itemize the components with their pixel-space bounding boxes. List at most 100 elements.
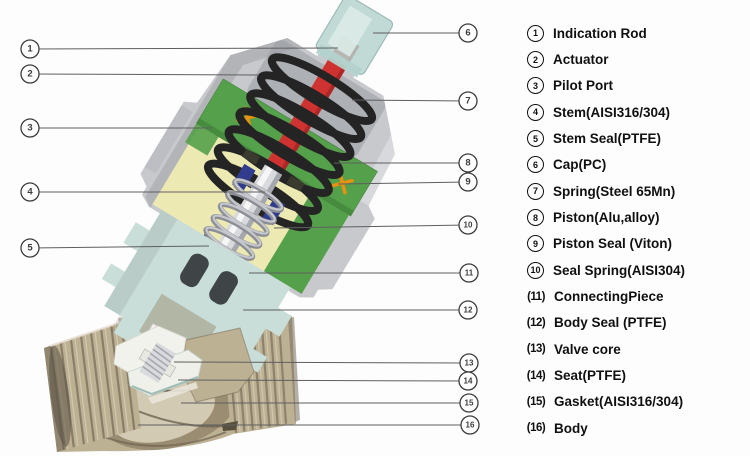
legend-number-8: 8 — [527, 209, 544, 227]
legend-label-7: Spring(Steel 65Mn) — [553, 183, 676, 199]
pilot-port-boss — [144, 105, 193, 174]
legend-item-5: 5 Stem Seal(PTFE) — [527, 125, 749, 151]
callout-number-cap: 6 — [465, 28, 470, 39]
legend-item-10: 10 Seal Spring(AISI304) — [527, 257, 749, 283]
legend-number-5: 5 — [527, 130, 544, 148]
bonnet-shade — [104, 209, 178, 333]
leader-line-indication-rod — [29, 47, 339, 50]
legend-item-12: (12) Body Seal (PTFE) — [527, 310, 749, 336]
legend-item-15: (15) Gasket(AISI316/304) — [527, 389, 749, 415]
legend-number-6: 6 — [527, 156, 544, 174]
legend-label-4: Stem(AISI316/304) — [553, 104, 671, 120]
legend-number-15: (15) — [526, 395, 546, 408]
callout-number-body: 16 — [466, 421, 475, 430]
bonnet-slot-right — [209, 271, 238, 305]
leader-line-valve-core — [173, 361, 470, 364]
legend-label-5: Stem Seal(PTFE) — [553, 131, 662, 147]
legend-number-4: 4 — [527, 103, 544, 121]
leader-line-actuator — [29, 73, 260, 76]
legend-item-14: (14) Seat(PTFE) — [527, 362, 749, 388]
core-thread-lines — [142, 344, 174, 381]
legend-item-1: 1 Indication Rod — [527, 20, 749, 46]
actuator-assembly — [101, 0, 399, 388]
callout-number-spring: 7 — [465, 96, 470, 107]
legend-number-9: 9 — [527, 235, 544, 253]
left-threaded-port — [44, 320, 141, 452]
callout-circle-stem-seal — [20, 238, 40, 258]
bonnet-slot-left — [180, 253, 209, 288]
cap-inner-face — [327, 5, 373, 57]
body-top-highlight — [49, 319, 129, 347]
callout-number-piston-seal: 9 — [465, 177, 470, 188]
legend-item-2: 2 Actuator — [527, 46, 749, 72]
right-port-notch — [222, 421, 238, 431]
callout-circle-body — [460, 415, 480, 435]
callout-circle-piston — [458, 153, 478, 173]
callout-number-seat: 14 — [464, 377, 473, 386]
legend-number-1: 1 — [527, 24, 544, 42]
legend-label-10: Seal Spring(AISI304) — [553, 262, 686, 278]
legend-item-3: 3 Pilot Port — [527, 73, 749, 99]
legend-label-1: Indication Rod — [553, 25, 647, 41]
seal-spring — [203, 177, 284, 261]
legend-label-3: Pilot Port — [553, 78, 613, 94]
leader-line-stem-seal — [29, 245, 210, 249]
legend-number-12: (12) — [526, 316, 546, 329]
legend-label-11: ConnectingPiece — [554, 289, 664, 305]
seat-teal-edge — [131, 376, 199, 396]
callout-circle-cap — [458, 23, 478, 43]
legend-number-3: 3 — [527, 77, 544, 95]
legend-number-10: 10 — [527, 261, 544, 279]
legend-number-13: (13) — [526, 343, 546, 356]
legend-label-2: Actuator — [553, 52, 609, 68]
legend-number-2: 2 — [527, 51, 544, 69]
gasket-ring — [148, 382, 198, 404]
callout-circle-seat — [458, 371, 478, 391]
valve-core — [138, 342, 177, 383]
indicator-cap — [315, 0, 394, 78]
callout-number-pilot-port: 3 — [27, 123, 32, 134]
legend-number-14: (14) — [526, 369, 546, 382]
leader-line-seat — [177, 379, 469, 382]
leader-line-seal-spring — [273, 224, 469, 229]
legend-number-16: (16) — [526, 422, 546, 435]
callout-circle-seal-spring — [458, 215, 478, 235]
legend-item-7: 7 Spring(Steel 65Mn) — [527, 178, 749, 204]
callout-number-seal-spring: 10 — [464, 221, 473, 230]
legend-label-14: Seat(PTFE) — [554, 368, 627, 384]
callout-number-indication-rod: 1 — [27, 44, 33, 55]
callout-circle-pilot-port — [20, 118, 40, 138]
callout-circle-gasket — [459, 393, 479, 413]
legend-number-11: (11) — [527, 290, 545, 303]
callout-number-stem-seal: 5 — [27, 243, 33, 254]
legend-label-8: Piston(Alu,alloy) — [553, 210, 660, 226]
callout-number-piston: 8 — [465, 158, 470, 169]
callout-circle-actuator — [20, 64, 40, 84]
callout-circle-indication-rod — [20, 39, 40, 59]
legend-label-15: Gasket(AISI316/304) — [554, 394, 684, 410]
legend-item-13: (13) Valve core — [527, 336, 749, 362]
callout-number-body-seal: 12 — [464, 306, 473, 315]
callout-circle-stem — [20, 182, 40, 202]
callout-number-connecting-piece: 11 — [465, 269, 474, 278]
callout-number-actuator: 2 — [27, 69, 32, 80]
legend-label-12: Body Seal (PTFE) — [554, 315, 667, 331]
legend-label-13: Valve core — [554, 341, 621, 357]
callout-circle-piston-seal — [458, 172, 478, 192]
legend-label-16: Body — [554, 420, 588, 436]
cap-flange — [315, 44, 363, 78]
callout-circle-connecting-piece — [459, 263, 479, 283]
callout-number-valve-core: 13 — [465, 359, 474, 368]
left-port-bore — [49, 345, 71, 447]
leader-line-spring — [351, 99, 469, 102]
legend-label-9: Piston Seal (Viton) — [553, 236, 673, 252]
piston-seal-marks — [236, 106, 354, 195]
legend-number-7: 7 — [527, 182, 544, 200]
right-port-rim — [288, 317, 300, 422]
leader-line-piston-seal — [337, 181, 469, 185]
